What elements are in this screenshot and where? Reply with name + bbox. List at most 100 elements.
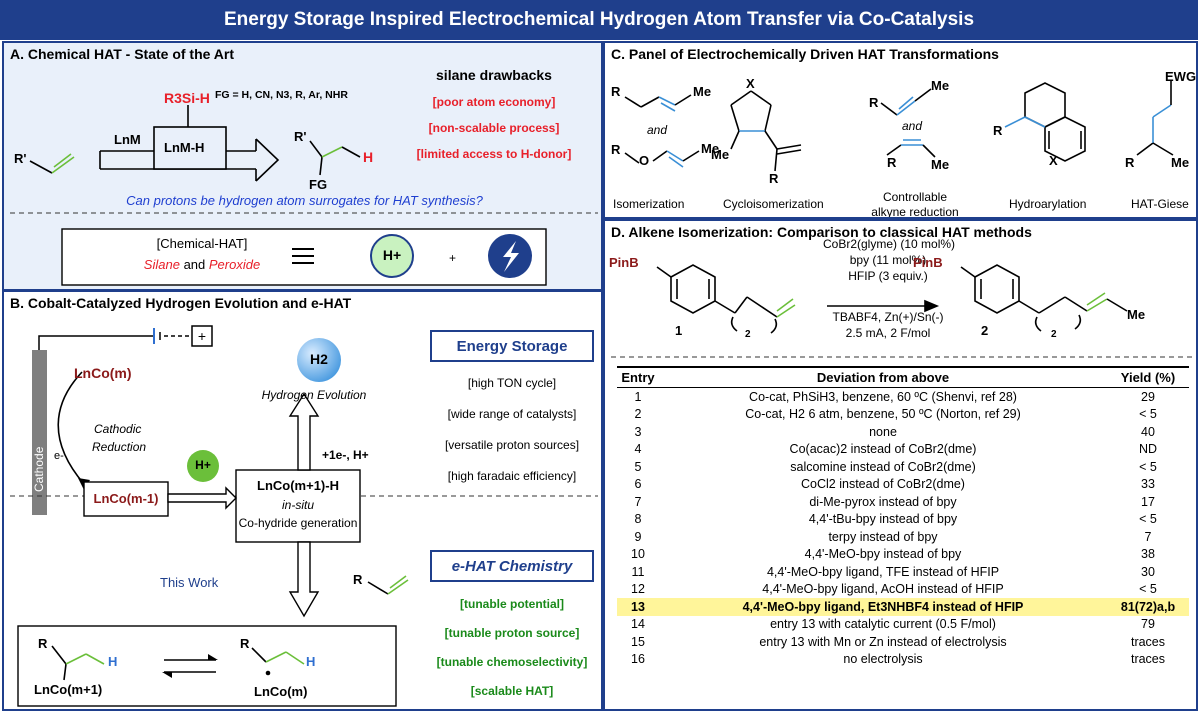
entry-cell: 10	[631, 547, 645, 562]
alkyne-me-1: Me	[931, 78, 950, 93]
header-yield: Yield (%)	[1107, 366, 1189, 388]
product-fg: FG	[309, 177, 328, 192]
deviation-cell: Co-cat, PhSiH3, benzene, 60 ºC (Shenvi, …	[749, 389, 1017, 404]
drawback-3: [limited access to H-donor]	[416, 147, 572, 161]
iso-me-2: Me	[701, 141, 720, 156]
product-structure	[309, 140, 361, 176]
yield-cell: 33	[1141, 477, 1155, 492]
yield-cell: 17	[1141, 494, 1155, 509]
cathode-label: Cathode	[32, 446, 46, 492]
deviation-cell: no electrolysis	[843, 652, 923, 667]
lnmh-label: LnM-H	[164, 140, 205, 155]
lnco-m: LnCo(m)	[74, 365, 132, 381]
cond-5: 2.5 mA, 2 F/mol	[845, 326, 931, 340]
equivalence-sign	[292, 248, 314, 264]
cathodic-label: Cathodic	[94, 422, 142, 436]
silane-reagent: R3Si-H	[164, 90, 210, 106]
label-hat-giese: HAT-Giese	[1131, 197, 1189, 211]
deviation-cell: terpy instead of bpy	[828, 529, 938, 544]
cond-3: HFIP (3 equiv.)	[848, 269, 928, 283]
plus-sign: +	[449, 251, 457, 265]
drawbacks-title: silane drawbacks	[436, 67, 552, 83]
panel-c-drawing	[624, 81, 1174, 172]
lnco-m-1: LnCo(m-1)	[93, 491, 159, 506]
deviation-cell: Co-cat, H2 6 atm, benzene, 50 ºC (Norton…	[745, 407, 1021, 422]
entry-cell: 3	[634, 424, 642, 439]
entry-cell: 8	[634, 512, 642, 527]
bottom-left-h: H	[108, 654, 118, 669]
entry-cell: 11	[631, 564, 645, 579]
bottom-left-r: R	[38, 636, 48, 651]
deviation-cell: 4,4'-MeO-bpy ligand, Et3NHBF4 instead of…	[659, 598, 1107, 616]
entry-cell: 13	[617, 598, 659, 616]
pinb-right: PinB	[913, 255, 943, 270]
entry-cell: 15	[631, 634, 645, 649]
energy-storage-box: Energy Storage	[456, 338, 568, 355]
cathode-electrode	[32, 350, 47, 515]
label-hydroarylation: Hydroarylation	[1009, 197, 1087, 211]
yield-cell: < 5	[1139, 512, 1157, 527]
panel-d-scheme	[611, 264, 1194, 358]
alkyne-r-1: R	[869, 95, 879, 110]
yield-cell: < 5	[1139, 459, 1157, 474]
deviation-cell: entry 13 with catalytic current (0.5 F/m…	[770, 617, 996, 632]
giese-ewg: EWG	[1165, 69, 1197, 84]
deviation-cell: 4,4'-MeO-bpy ligand, TFE instead of HFIP	[766, 564, 1000, 579]
iso-r-2: R	[611, 142, 621, 157]
yield-cell: traces	[1130, 652, 1166, 667]
product-r: R'	[294, 129, 307, 144]
es-point-3: [versatile proton sources]	[444, 438, 580, 452]
lnm-label: LnM	[114, 132, 141, 147]
compound-1: 1	[675, 323, 683, 338]
panel-c-title: C. Panel of Electrochemically Driven HAT…	[611, 46, 999, 62]
chemical-hat-label: [Chemical-HAT]	[156, 236, 248, 251]
alkene-r: R	[353, 572, 363, 587]
hydro-r: R	[993, 123, 1003, 138]
alkyne-r-2: R	[887, 155, 897, 170]
substrate-alkene	[29, 153, 75, 174]
ehat-point-2: [tunable proton source]	[444, 626, 580, 640]
es-point-4: [high faradaic efficiency]	[447, 469, 577, 483]
bottom-right-co: LnCo(m)	[254, 684, 308, 699]
entry-cell: 5	[634, 459, 642, 474]
header-entry: Entry	[617, 366, 659, 388]
product-h: H	[363, 149, 374, 165]
entry-cell: 2	[634, 407, 642, 422]
bottom-right-h: H	[306, 654, 316, 669]
fg-note: FG = H, CN, N3, R, Ar, NHR	[215, 89, 348, 101]
proton-circle	[370, 234, 414, 278]
yield-cell: 79	[1141, 617, 1155, 632]
figure-title: Energy Storage Inspired Electrochemical …	[0, 0, 1198, 40]
proton-question: Can protons be hydrogen atom surrogates …	[126, 193, 483, 208]
electron-label: e-	[54, 450, 64, 462]
entry-cell: 12	[631, 582, 645, 597]
bottom-left-co: LnCo(m+1)	[34, 682, 103, 697]
ehat-point-3: [tunable chemoselectivity]	[436, 655, 588, 669]
header-deviation: Deviation from above	[659, 366, 1107, 388]
pinb-left: PinB	[609, 255, 639, 270]
lightning-icon	[503, 241, 519, 272]
deviation-cell: Co(acac)2 instead of CoBr2(dme)	[789, 442, 977, 457]
entry-cell: 4	[634, 442, 642, 457]
proton-bubble	[187, 450, 219, 482]
panel-d: D. Alkene Isomerization: Comparison to c…	[603, 219, 1198, 711]
h2-label: H2	[310, 351, 328, 367]
this-work-label: This Work	[160, 575, 219, 590]
cyclo-x: X	[746, 76, 755, 91]
iso-and: and	[647, 123, 668, 137]
yield-cell: 40	[1141, 424, 1155, 439]
yield-cell: 7	[1144, 529, 1152, 544]
ehat-box: e-HAT Chemistry	[451, 558, 573, 575]
proton-symbol: H+	[382, 247, 402, 263]
